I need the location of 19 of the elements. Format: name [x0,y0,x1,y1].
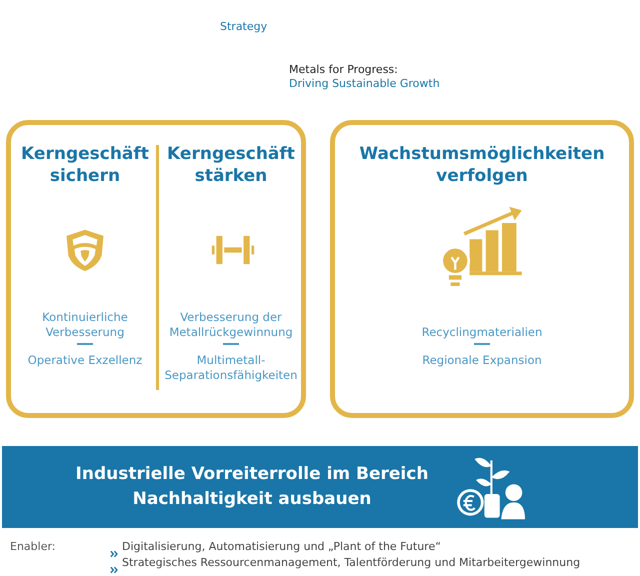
goal-text: Regionale Expansion [421,353,543,368]
strategy-card [330,120,634,418]
enabler-text: Strategisches Ressourcenmanagement, Talentförderung und Mitarbeitergewinnung [122,556,580,569]
sustainability-band [2,446,638,528]
enabler-label: Enabler: [10,540,56,553]
goal-text: Operative Exzellenz [26,353,144,368]
card-heading: Kerngeschäft sichern [20,143,150,187]
card-heading: Wachstumsmöglichkeiten verfolgen [358,143,606,187]
goal-text: Multimetall-Separationsfähigkeiten [164,353,298,383]
strategy-label: Strategy [220,20,268,33]
slogan-subtitle: Driving Sustainable Growth [289,77,440,90]
goal-text: Verbesserung der Metallrückgewinnung [168,310,294,340]
enabler-text: Digitalisierung, Automatisierung und „Plant of the Future“ [122,540,441,553]
slogan-text: Metals for Progress: [289,63,398,76]
goal-text: Kontinuierliche Verbesserung [41,310,129,340]
strategy-card [6,120,306,418]
goal-text: Recyclingmaterialien [420,325,544,340]
card-heading: Kerngeschäft stärken [166,143,296,187]
band-heading: Industrielle Vorreiterrolle im Bereich Nachhaltigkeit ausbauen [74,463,430,511]
